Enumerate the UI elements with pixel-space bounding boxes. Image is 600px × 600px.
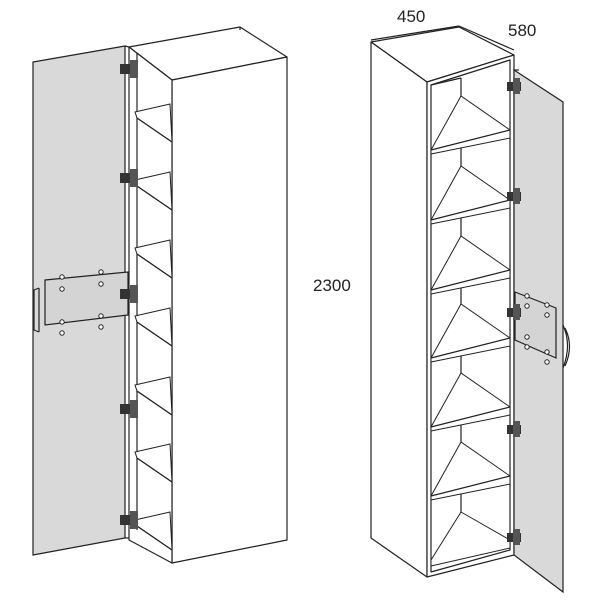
left-hinges bbox=[120, 60, 138, 529]
hinge-icon bbox=[120, 60, 138, 78]
handle-icon bbox=[33, 287, 40, 333]
hinge-icon bbox=[507, 304, 521, 320]
left-shelves bbox=[134, 103, 173, 551]
dimension-width-label: 450 bbox=[397, 7, 425, 26]
hinge-icon bbox=[120, 285, 138, 303]
left-cabinet-view bbox=[32, 26, 288, 564]
right-cabinet-left-side bbox=[370, 41, 428, 578]
handle-icon bbox=[562, 324, 571, 369]
left-door-hinge-plate bbox=[44, 271, 129, 326]
right-door-hinge-plate bbox=[514, 291, 557, 359]
hinge-icon bbox=[120, 400, 138, 418]
right-shelves bbox=[430, 95, 511, 567]
hinge-icon bbox=[507, 78, 521, 94]
right-cabinet-view: 450 580 2300 bbox=[313, 7, 571, 594]
hinge-icon bbox=[507, 529, 521, 545]
hinge-icon bbox=[120, 169, 138, 187]
hinge-icon bbox=[507, 188, 521, 204]
left-cabinet-side bbox=[171, 56, 288, 564]
dimension-height-label: 2300 bbox=[313, 276, 351, 295]
right-hinges bbox=[507, 78, 521, 545]
hinge-icon bbox=[507, 421, 521, 437]
dimension-depth-label: 580 bbox=[508, 21, 536, 40]
hinge-icon bbox=[120, 511, 138, 529]
